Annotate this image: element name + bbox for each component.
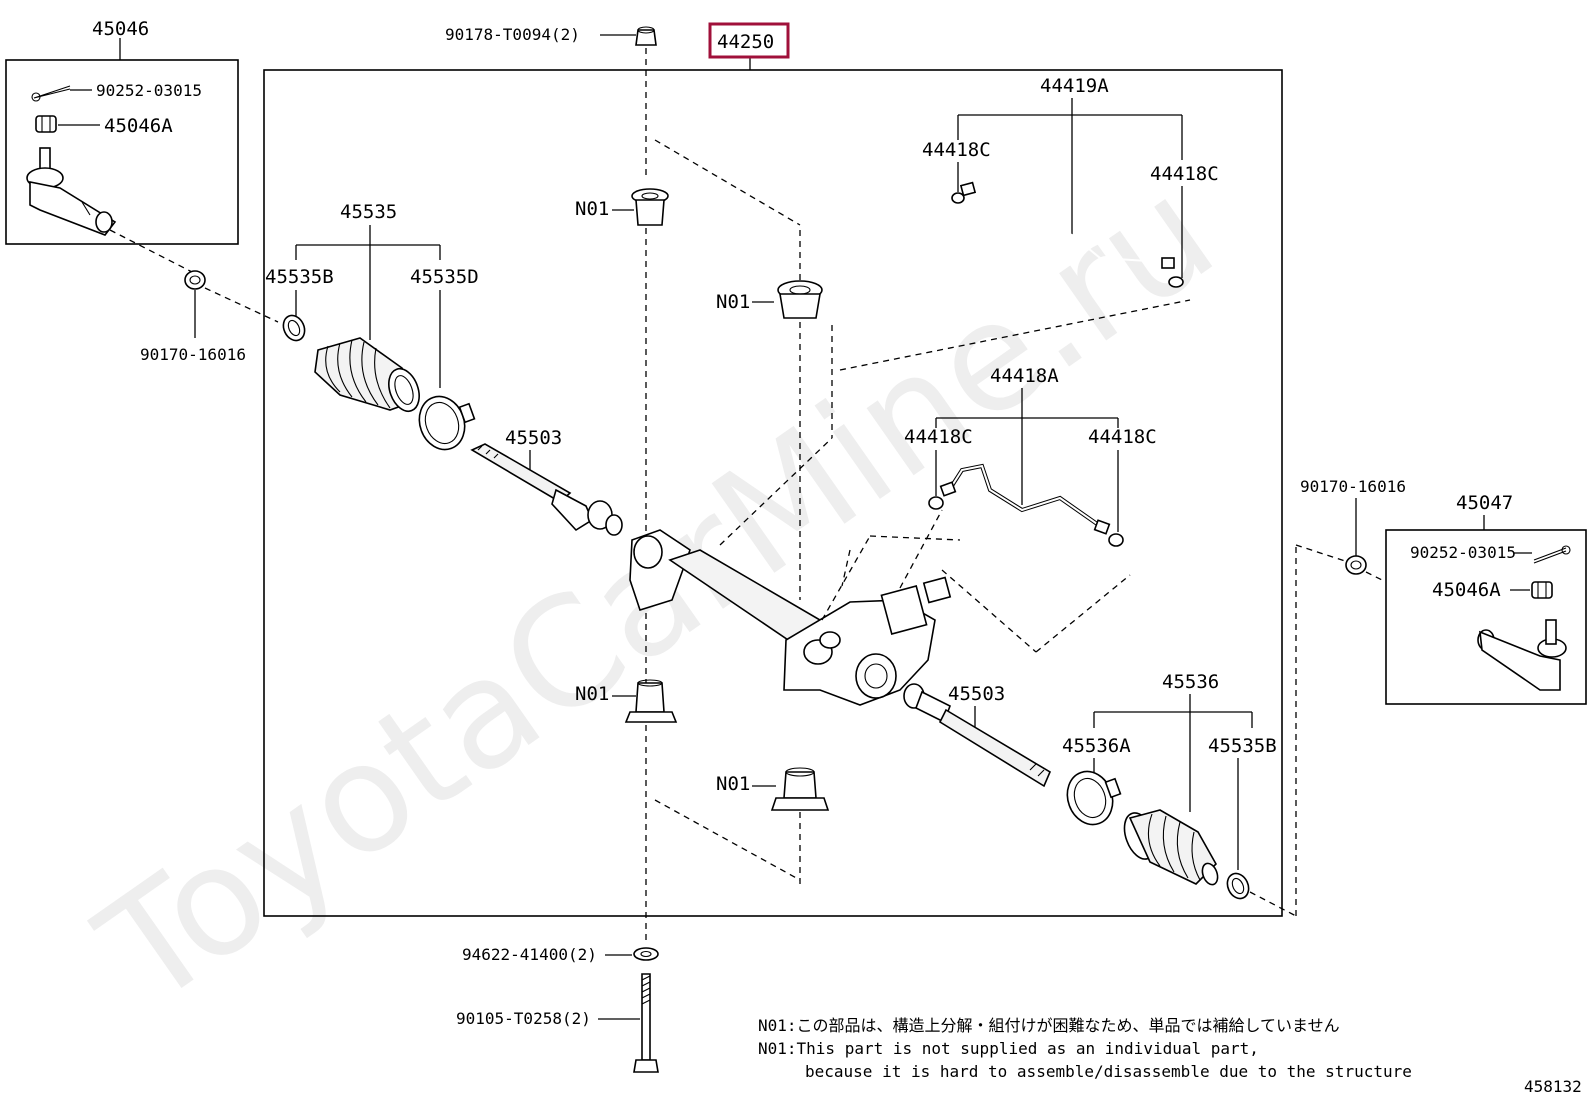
part-label-90252-03015-right[interactable]: 90252-03015: [1410, 543, 1516, 562]
n01-label-upper-right[interactable]: N01: [716, 291, 750, 313]
part-label-45535[interactable]: 45535: [340, 201, 397, 223]
part-label-44250[interactable]: 44250: [717, 31, 774, 53]
bushing-icon-lower-right: [770, 767, 830, 811]
diagram-id: 458132: [1524, 1077, 1582, 1096]
note-line-english-2: because it is hard to assemble/disassemb…: [805, 1062, 1412, 1081]
n01-label-lower-right[interactable]: N01: [716, 773, 750, 795]
note-line-japanese: N01:この部品は、構造上分解・組付けが困難なため、単品では補給していません: [758, 1016, 1340, 1035]
part-label-45047[interactable]: 45047: [1456, 492, 1513, 514]
part-label-44419A[interactable]: 44419A: [1040, 75, 1109, 97]
tie-rod-icon-left: [470, 443, 623, 536]
nut-icon-90170-right: [1345, 555, 1367, 575]
part-label-44418C-2[interactable]: 44418C: [1150, 163, 1219, 185]
castle-nut-icon-right: [1531, 581, 1553, 599]
cotter-pin-icon-left: [31, 85, 71, 102]
n01-label-lower-left[interactable]: N01: [575, 683, 609, 705]
part-label-44418C-3[interactable]: 44418C: [904, 426, 973, 448]
part-label-45046A-right[interactable]: 45046A: [1432, 579, 1501, 601]
bushing-icon-upper-right: [777, 280, 823, 319]
bushing-icon-lower-left: [624, 679, 678, 723]
part-label-45535B-left[interactable]: 45535B: [265, 266, 334, 288]
tie-rod-end-box-right: [1385, 529, 1587, 705]
bolt-icon-90105: [633, 973, 659, 1073]
bellows-boot-icon-left: [314, 337, 420, 413]
part-label-90170-16016-right[interactable]: 90170-16016: [1300, 477, 1406, 496]
tie-rod-icon-right: [903, 683, 1052, 788]
part-label-45503-right[interactable]: 45503: [948, 683, 1005, 705]
bushing-icon-upper-left: [631, 188, 669, 226]
part-label-90178-T0094[interactable]: 90178-T0094(2): [445, 25, 580, 44]
steering-rack-housing-icon: [629, 529, 952, 706]
highlight-box-44250[interactable]: [708, 22, 790, 59]
part-label-45503-left[interactable]: 45503: [505, 427, 562, 449]
part-label-44418C-1[interactable]: 44418C: [922, 139, 991, 161]
part-label-45535D[interactable]: 45535D: [410, 266, 479, 288]
part-label-90252-03015-left[interactable]: 90252-03015: [96, 81, 202, 100]
boot-clamp-icon-right: [1226, 872, 1250, 900]
castle-nut-icon-left: [35, 115, 57, 133]
part-label-45536A[interactable]: 45536A: [1062, 735, 1131, 757]
bellows-boot-icon-right: [1123, 809, 1219, 886]
part-label-44418A[interactable]: 44418A: [990, 365, 1059, 387]
nut-icon-90178: [635, 26, 657, 46]
cotter-pin-icon-right: [1533, 545, 1571, 564]
washer-icon-94622: [633, 947, 659, 961]
part-label-90105-T0258[interactable]: 90105-T0258(2): [456, 1009, 591, 1028]
part-label-45535B-right[interactable]: 45535B: [1208, 735, 1277, 757]
tie-rod-end-icon-left: [26, 147, 117, 236]
boot-clamp-large-icon-right: [1066, 770, 1122, 826]
part-label-45046A-left[interactable]: 45046A: [104, 115, 173, 137]
part-label-45536[interactable]: 45536: [1162, 671, 1219, 693]
boot-clamp-large-icon-left: [418, 395, 476, 451]
boot-clamp-icon-left: [282, 314, 306, 342]
pressure-tube-icon-lower: [928, 463, 1124, 547]
part-label-44418C-4[interactable]: 44418C: [1088, 426, 1157, 448]
tie-rod-end-box-left: [5, 59, 239, 245]
part-label-94622-41400[interactable]: 94622-41400(2): [462, 945, 597, 964]
part-label-90170-16016-left[interactable]: 90170-16016: [140, 345, 246, 364]
n01-label-upper-left[interactable]: N01: [575, 198, 609, 220]
pressure-tube-icon-upper: [951, 176, 1184, 288]
tie-rod-end-icon-right: [1477, 619, 1567, 691]
part-label-45046[interactable]: 45046: [92, 18, 149, 40]
nut-icon-90170-left: [184, 270, 206, 290]
note-line-english-1: N01:This part is not supplied as an indi…: [758, 1039, 1259, 1058]
assembly-frame-44250: [263, 69, 1283, 917]
